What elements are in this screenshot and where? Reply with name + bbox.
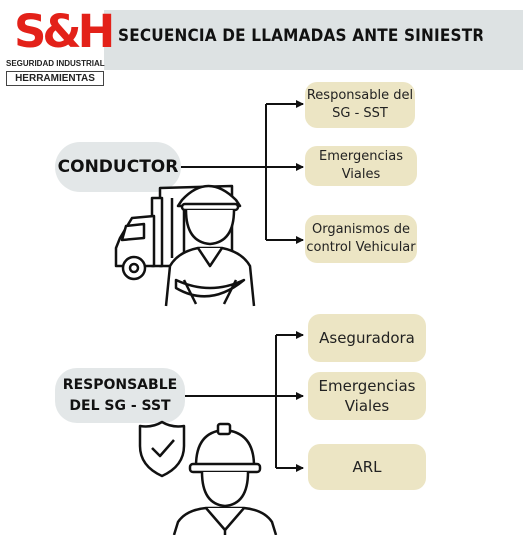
target-label: ARL	[352, 457, 382, 476]
target-organismos-control: Organismos de control Vehicular	[305, 215, 417, 263]
target-label-line2: Viales	[344, 397, 390, 415]
role-label-line2: DEL SG - SST	[69, 397, 171, 414]
page-title: SECUENCIA DE LLAMADAS ANTE SINIESTRO VIA…	[118, 26, 483, 46]
target-emergencias-viales: Emergencias Viales	[305, 146, 417, 186]
responsable-illustration	[138, 420, 278, 535]
target-label-line1: Responsable del	[306, 88, 414, 104]
driver-icon	[164, 184, 256, 307]
role-conductor: CONDUCTOR	[55, 142, 181, 192]
logo-tagline: HERRAMIENTAS	[6, 71, 104, 86]
target-label-line2: SG - SST	[332, 106, 388, 121]
target-label-line2: control Vehicular	[306, 240, 416, 255]
target-aseguradora: Aseguradora	[308, 314, 426, 362]
role-responsable-sg-sst: RESPONSABLE DEL SG - SST	[55, 368, 185, 423]
header-band	[104, 10, 523, 70]
target-emergencias-viales-2: Emergencias Viales	[308, 372, 426, 420]
role-label-line1: RESPONSABLE	[62, 377, 178, 394]
logo-subtitle: SEGURIDAD INDUSTRIAL	[6, 59, 105, 68]
shield-check-icon	[138, 420, 186, 478]
truck-driver-illustration	[114, 184, 256, 307]
target-label-line1: Emergencias	[318, 376, 416, 395]
target-label: Aseguradora	[319, 328, 415, 347]
role-conductor-label: CONDUCTOR	[57, 157, 179, 177]
target-label-line1: Organismos de	[312, 222, 410, 238]
target-label: Emergencias Viales	[319, 149, 403, 182]
safety-worker-icon	[172, 422, 278, 535]
target-arl: ARL	[308, 444, 426, 490]
logo: S&H SEGURIDAD INDUSTRIAL HERRAMIENTAS	[6, 5, 115, 95]
target-responsable-sg-sst: Responsable del SG - SST	[305, 82, 415, 128]
